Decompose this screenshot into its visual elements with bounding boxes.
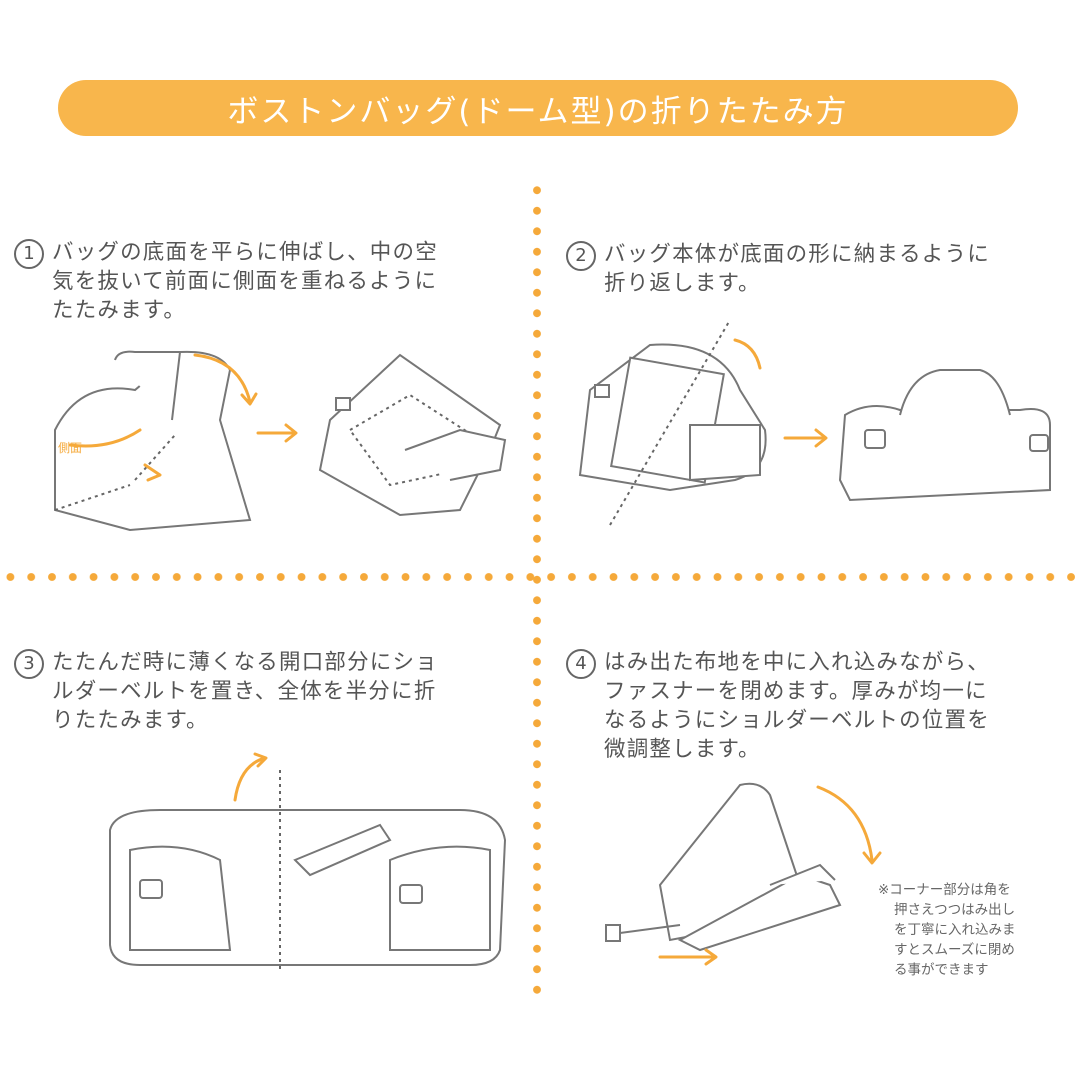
step-text: バッグの底面を平らに伸ばし、中の空 気を抜いて前面に側面を重ねるように たたみま…: [52, 238, 438, 325]
note-line: すとスムーズに閉め: [894, 942, 1015, 958]
step-line: ルダーベルトを置き、全体を半分に折: [52, 679, 437, 704]
note-line: る事ができます: [894, 962, 989, 978]
note-line: を丁寧に入れ込みま: [894, 922, 1016, 938]
step-2-illustration: [578, 319, 1051, 526]
step-text: はみ出た布地を中に入れ込みながら、 ファスナーを閉めます。厚みが均一に なるよう…: [604, 648, 990, 764]
vertical-dotted-divider: [531, 180, 543, 1000]
step-line: バッグの底面を平らに伸ばし、中の空: [52, 240, 438, 265]
step-line: 気を抜いて前面に側面を重ねるように: [52, 269, 438, 294]
step-line: なるようにショルダーベルトの位置を: [604, 708, 990, 733]
title-banner: ボストンバッグ(ドーム型)の折りたたみ方: [58, 80, 1018, 136]
step-text: バッグ本体が底面の形に納まるように 折り返します。: [604, 240, 990, 298]
step-number: 1: [14, 239, 44, 269]
step-line: バッグ本体が底面の形に納まるように: [604, 242, 990, 267]
step-line: 微調整します。: [604, 737, 761, 762]
step-4-illustration: [605, 782, 882, 966]
step-4: 4 はみ出た布地を中に入れ込みながら、 ファスナーを閉めます。厚みが均一に なる…: [566, 648, 990, 764]
step-line: たたんだ時に薄くなる開口部分にショ: [52, 650, 438, 675]
step-3-illustration: [109, 752, 507, 970]
corner-note: ※コーナー部分は角を 押さえつつはみ出し を丁寧に入れ込みま すとスムーズに閉め…: [878, 880, 1016, 980]
step-3: 3 たたんだ時に薄くなる開口部分にショ ルダーベルトを置き、全体を半分に折 りた…: [14, 648, 438, 735]
step-number: 3: [14, 649, 44, 679]
step-number: 2: [566, 241, 596, 271]
arrow-right-icon: [658, 948, 718, 966]
note-line: 押さえつつはみ出し: [894, 902, 1016, 918]
step-line: たたみます。: [52, 298, 187, 323]
arrow-right-icon: [256, 423, 298, 443]
step-line: はみ出た布地を中に入れ込みながら、: [604, 650, 990, 675]
step-line: 折り返します。: [604, 271, 761, 296]
step-number: 4: [566, 649, 596, 679]
step-text: たたんだ時に薄くなる開口部分にショ ルダーベルトを置き、全体を半分に折 りたたみ…: [52, 648, 438, 735]
arrow-right-icon: [783, 428, 828, 448]
horizontal-dotted-divider: [0, 571, 1080, 583]
side-label: 側面: [58, 441, 82, 455]
step-1: 1 バッグの底面を平らに伸ばし、中の空 気を抜いて前面に側面を重ねるように たた…: [14, 238, 438, 325]
note-line: ※コーナー部分は角を: [878, 882, 1011, 898]
step-2: 2 バッグ本体が底面の形に納まるように 折り返します。: [566, 240, 990, 298]
page-title: ボストンバッグ(ドーム型)の折りたたみ方: [227, 93, 849, 130]
step-line: りたたみます。: [52, 708, 209, 733]
step-line: ファスナーを閉めます。厚みが均一に: [604, 679, 988, 704]
step-1-illustration: 側面: [54, 350, 507, 532]
